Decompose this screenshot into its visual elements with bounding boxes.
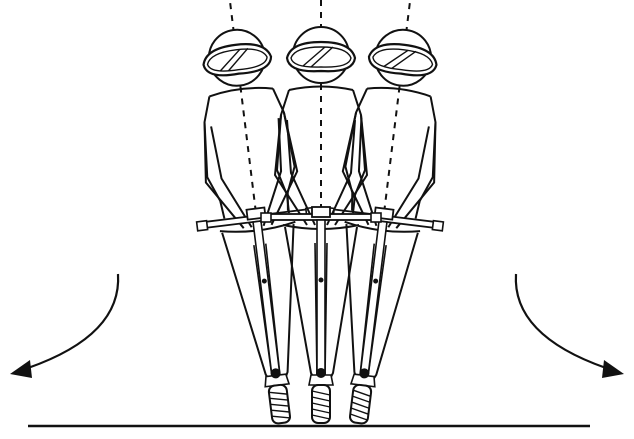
curved-arrow-down-right-icon xyxy=(516,274,624,378)
curved-arrow-down-left-icon xyxy=(10,274,118,378)
